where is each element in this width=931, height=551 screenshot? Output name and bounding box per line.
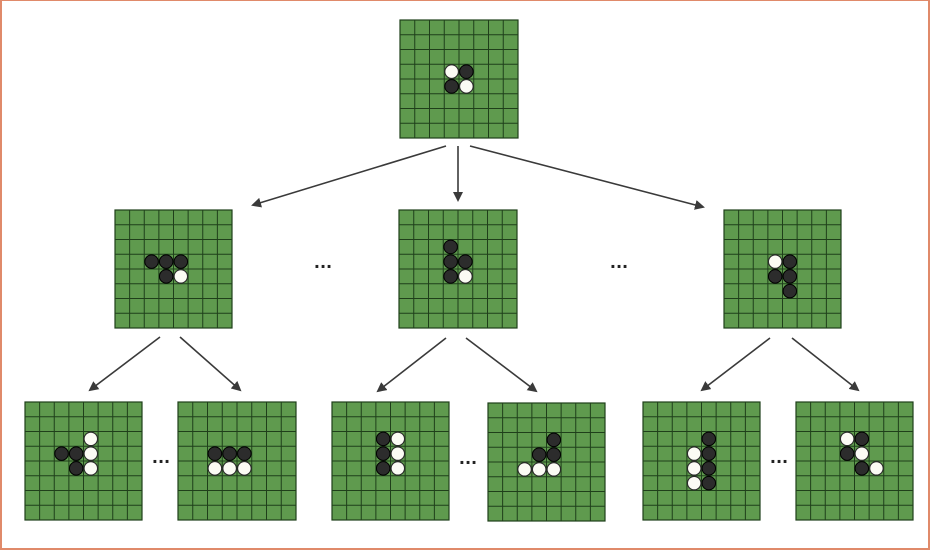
black-disc — [443, 269, 458, 284]
black-disc — [546, 432, 562, 448]
black-disc — [854, 461, 870, 476]
white-disc — [839, 431, 855, 447]
othello-board-l2-c1 — [642, 401, 761, 521]
othello-board-root — [399, 19, 519, 139]
black-disc — [767, 269, 783, 284]
white-disc — [83, 461, 99, 476]
black-disc — [443, 254, 458, 269]
black-disc — [701, 461, 717, 476]
ellipsis-l2-gap-a: ... — [152, 448, 170, 467]
black-disc — [782, 283, 798, 299]
black-disc — [546, 447, 562, 462]
boards-layer — [24, 19, 914, 522]
othello-board-l2-a2 — [177, 401, 297, 521]
white-disc — [222, 461, 237, 476]
black-disc — [207, 446, 223, 461]
othello-board-l1-a — [114, 209, 233, 329]
black-disc — [173, 254, 189, 269]
black-disc — [444, 79, 459, 94]
black-disc — [701, 431, 717, 447]
white-disc — [854, 446, 870, 461]
white-disc — [83, 431, 99, 447]
ellipsis-l2-gap-c: ... — [770, 448, 788, 467]
white-disc — [686, 446, 702, 461]
black-disc — [782, 269, 798, 284]
white-disc — [686, 475, 702, 491]
black-disc — [701, 446, 717, 461]
arrow-l1-b-to-l2-b1 — [376, 337, 447, 393]
black-disc — [54, 446, 69, 461]
arrow-l1-a-to-l2-a2 — [179, 336, 242, 392]
black-disc — [531, 447, 547, 462]
white-disc — [869, 461, 884, 476]
othello-board-l1-c — [723, 209, 842, 329]
edges-layer — [88, 145, 860, 393]
othello-board-l2-c2 — [795, 401, 914, 521]
black-disc — [458, 254, 473, 269]
white-disc — [390, 446, 406, 461]
ellipsis-l1-gap-2: ... — [610, 253, 628, 272]
white-disc — [517, 462, 532, 477]
white-disc — [444, 64, 459, 79]
white-disc — [531, 462, 547, 477]
black-disc — [459, 64, 474, 79]
black-disc — [375, 431, 391, 447]
black-disc — [237, 446, 252, 461]
black-disc — [375, 461, 391, 476]
othello-board-l2-b1 — [331, 401, 450, 521]
white-disc — [83, 446, 99, 461]
ellipsis-l2-gap-b: ... — [459, 449, 477, 468]
ellipsis-l1-gap-1: ... — [314, 253, 332, 272]
white-disc — [390, 461, 406, 476]
black-disc — [854, 431, 870, 447]
black-disc — [144, 254, 159, 269]
white-disc — [459, 79, 474, 94]
black-disc — [158, 254, 174, 269]
white-disc — [390, 431, 406, 447]
black-disc — [158, 269, 174, 284]
othello-board-l1-b — [398, 209, 518, 329]
arrow-l1-c-to-l2-c1 — [700, 337, 771, 392]
black-disc — [839, 446, 855, 461]
black-disc — [222, 446, 237, 461]
arrow-l1-b-to-l2-b2 — [465, 337, 538, 393]
black-disc — [375, 446, 391, 461]
arrow-l1-a-to-l2-a1 — [88, 336, 161, 392]
arrow-l1-c-to-l2-c2 — [791, 337, 860, 392]
black-disc — [782, 254, 798, 269]
white-disc — [237, 461, 252, 476]
white-disc — [767, 254, 783, 269]
white-disc — [207, 461, 223, 476]
black-disc — [68, 446, 84, 461]
white-disc — [686, 461, 702, 476]
white-disc — [173, 269, 189, 284]
arrow-root-to-l1-a — [251, 145, 447, 208]
black-disc — [68, 461, 84, 476]
othello-board-l2-a1 — [24, 401, 143, 521]
black-disc — [443, 239, 458, 255]
arrow-root-to-l1-c — [469, 145, 705, 210]
black-disc — [701, 475, 717, 491]
white-disc — [458, 269, 473, 284]
othello-board-l2-b2 — [487, 402, 606, 522]
white-disc — [546, 462, 562, 477]
ellipsis-layer: ............... — [152, 253, 788, 468]
